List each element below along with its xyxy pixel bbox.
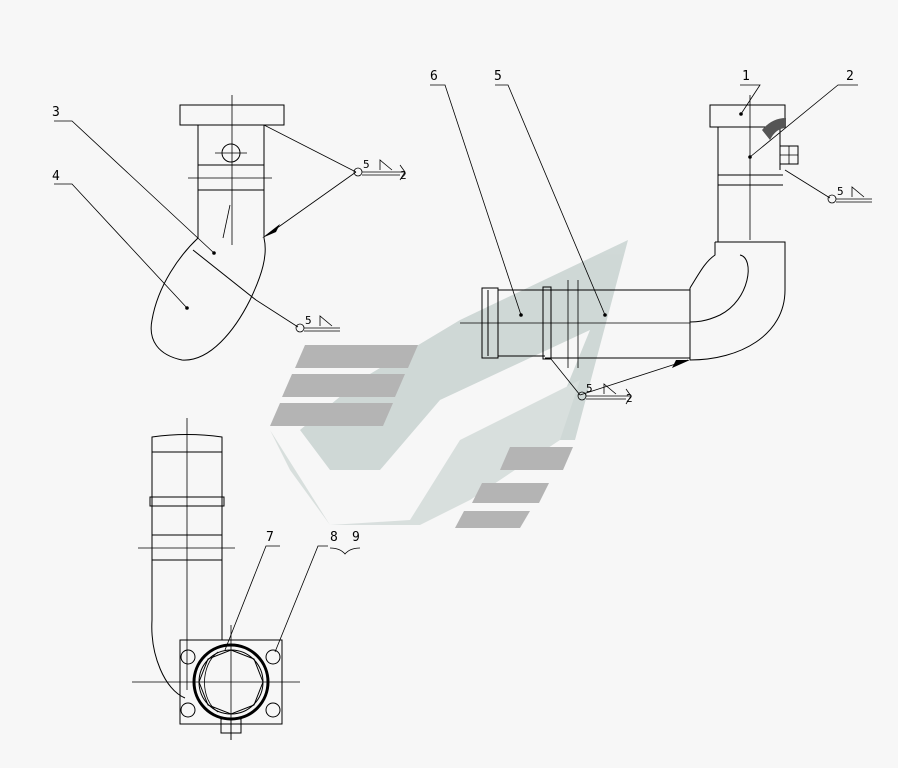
weld-4-size: 5 <box>586 382 593 395</box>
weld-4-count: 2 <box>626 392 633 405</box>
label-1: 1 <box>742 69 750 84</box>
label-3: 3 <box>52 105 60 120</box>
label-6: 6 <box>430 69 438 84</box>
label-5: 5 <box>494 69 502 84</box>
view-top-left <box>54 95 406 361</box>
watermark-logo <box>270 240 628 528</box>
weld-1-size: 5 <box>363 158 370 171</box>
view-bottom <box>132 418 361 740</box>
weld-1-count: 2 <box>400 169 407 182</box>
label-7: 7 <box>266 530 274 545</box>
label-8: 8 <box>330 530 338 545</box>
weld-2-size: 5 <box>305 314 312 327</box>
label-2: 2 <box>846 69 854 84</box>
label-4: 4 <box>52 169 60 184</box>
view-right <box>430 84 872 405</box>
label-9: 9 <box>352 530 360 545</box>
weld-3-size: 5 <box>837 185 844 198</box>
